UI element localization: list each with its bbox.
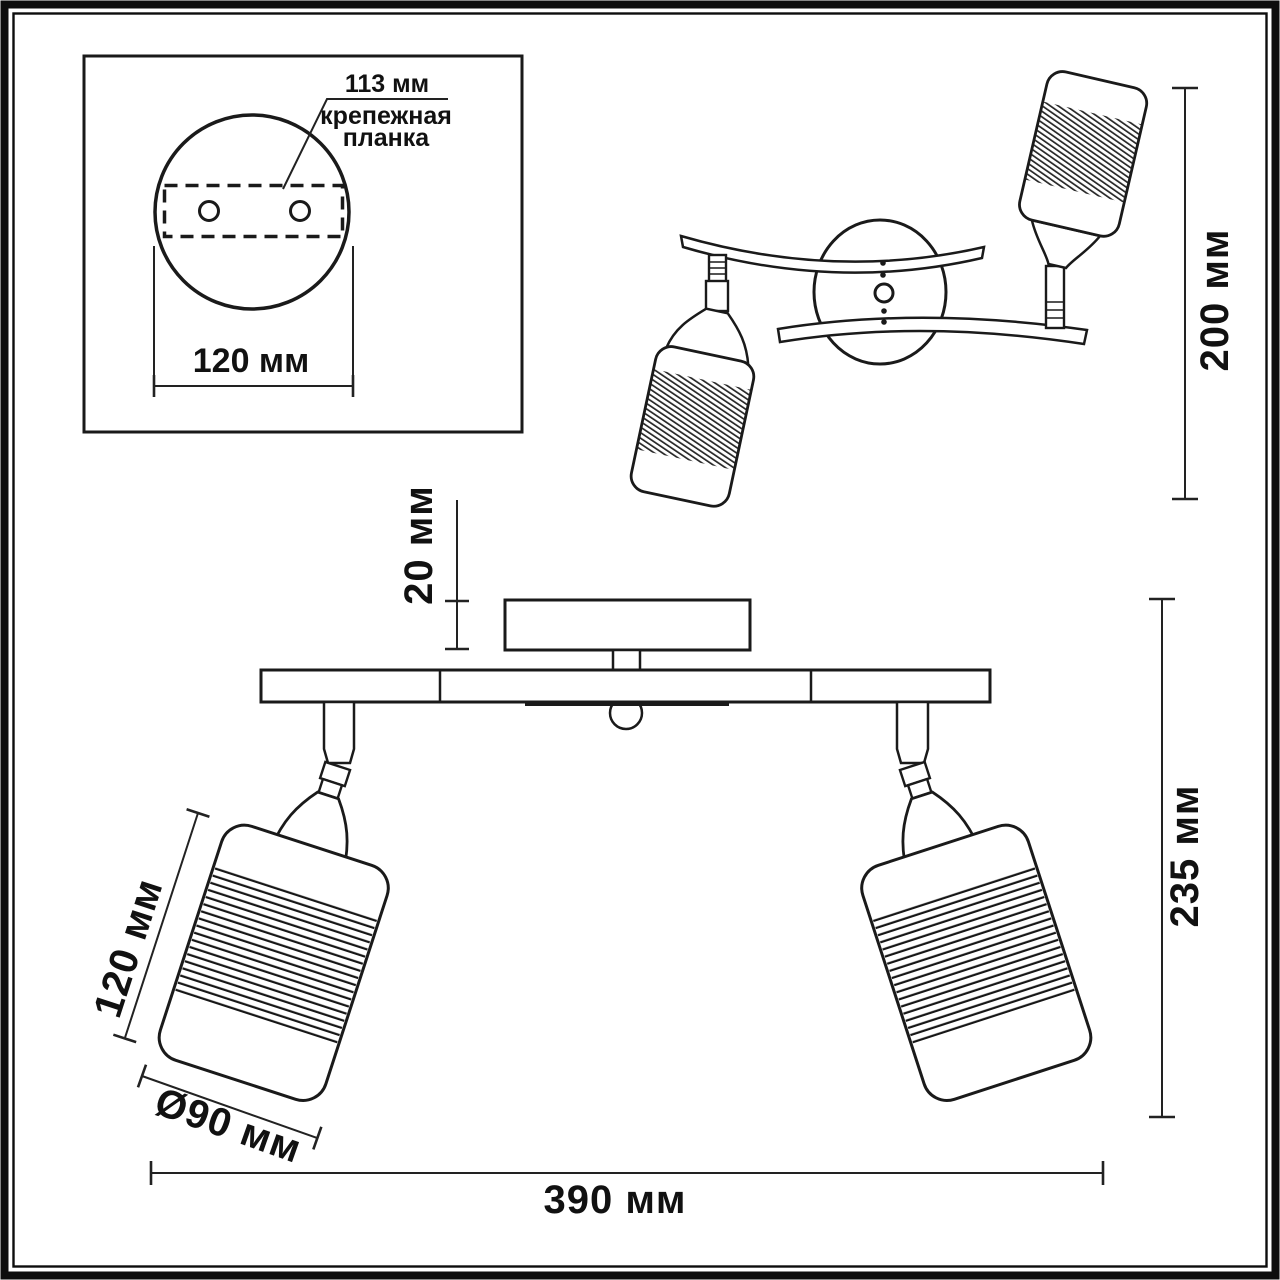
canopy-screw-dot [881,308,887,314]
shade-length-label: 120 мм [86,873,172,1023]
drop-arm [322,700,356,765]
canopy-height-label: 20 мм [397,485,441,605]
mount-plate-label-line2: планка [343,124,430,152]
canopy-screw-dot [880,272,886,278]
hole-spacing-label: 113 мм [345,70,429,98]
canopy-center-hole [873,282,895,304]
bar-segment-joints [438,671,813,701]
dimension-base-width: 120 мм [152,246,355,397]
dimension-overall-width: 390 мм [149,1161,1105,1222]
front-lamp-right [860,700,1093,1102]
front-view: 20 мм 120 мм Ø90 мм 235 мм [86,485,1207,1222]
curved-arm-lower [776,316,1089,346]
shade-stripe-band [174,865,378,1047]
front-lamp-left [157,700,390,1102]
overall-width-label: 390 мм [543,1178,686,1222]
top-view-lamp-right [1018,70,1149,330]
shade-stripe-band [872,865,1076,1047]
overall-height-label: 235 мм [1163,784,1207,927]
top-view-lamp-left [629,253,756,508]
fixture-bar [259,668,992,704]
mounting-plate-dashed [162,183,345,239]
mount-plate-label-line1: крепежная [320,102,452,130]
ceiling-canopy [503,598,752,652]
dimension-overall-height: 235 мм [1149,597,1207,1119]
page-border-inner [12,12,1268,1268]
shade-hatch-band [637,369,751,470]
mounting-hole-right [289,200,311,222]
canopy-screw-dot [880,260,886,266]
mounting-hole-left [198,200,220,222]
depth-label: 200 мм [1193,228,1237,371]
canopy-stem [611,648,642,673]
dimension-overall-depth: 200 мм [1172,86,1237,501]
shade-hatch-band [1025,101,1142,203]
threaded-joint [709,261,726,275]
canopy-base-circle [153,113,351,311]
top-view: 200 мм [629,70,1237,508]
curved-arm-upper [679,234,986,274]
threaded-joint [1046,301,1064,319]
swivel-tube [704,279,730,313]
mounting-inset-view: 113 мм крепежная планка 120 мм [82,54,524,434]
leader-line [282,98,448,190]
canopy-screw-dot [881,319,887,325]
base-width-label: 120 мм [193,342,309,380]
drop-arm [895,700,930,765]
dimension-canopy-height: 20 мм [397,485,469,651]
